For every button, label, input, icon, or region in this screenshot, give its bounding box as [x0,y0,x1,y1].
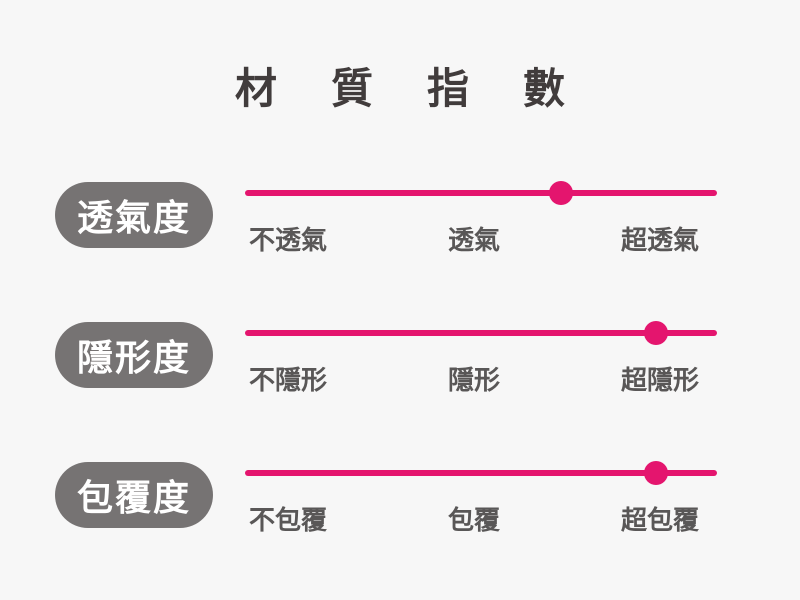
slider-track [245,330,717,336]
tick-label-mid: 包覆 [447,505,500,535]
tick-labels-coverage: 不包覆 包覆 超包覆 [245,500,717,537]
tick-labels-invisibility: 不隱形 隱形 超隱形 [245,360,717,397]
tick-label-max: 超包覆 [620,505,699,535]
page-title: 材質指數 [0,55,800,116]
slider-track [245,190,717,196]
slider-coverage [245,461,717,485]
slider-dot [549,181,574,205]
tick-label-max: 超隱形 [620,365,699,395]
category-pill-coverage: 包覆度 [55,462,213,528]
slider-track [245,470,717,476]
page-title-text: 材質指數 [234,65,619,112]
tick-label-max: 超透氣 [620,225,699,255]
tick-label-min: 不包覆 [249,505,328,535]
tick-label-min: 不透氣 [249,225,328,255]
slider-breathability [245,181,717,205]
tick-label-mid: 透氣 [447,225,500,255]
category-pill-breathability: 透氣度 [55,182,213,248]
slider-dot [643,461,668,485]
slider-invisibility [245,321,717,345]
slider-dot [643,321,668,345]
tick-label-mid: 隱形 [447,365,500,395]
category-pill-invisibility: 隱形度 [55,322,213,388]
tick-label-min: 不隱形 [249,365,328,395]
tick-labels-breathability: 不透氣 透氣 超透氣 [245,220,717,257]
